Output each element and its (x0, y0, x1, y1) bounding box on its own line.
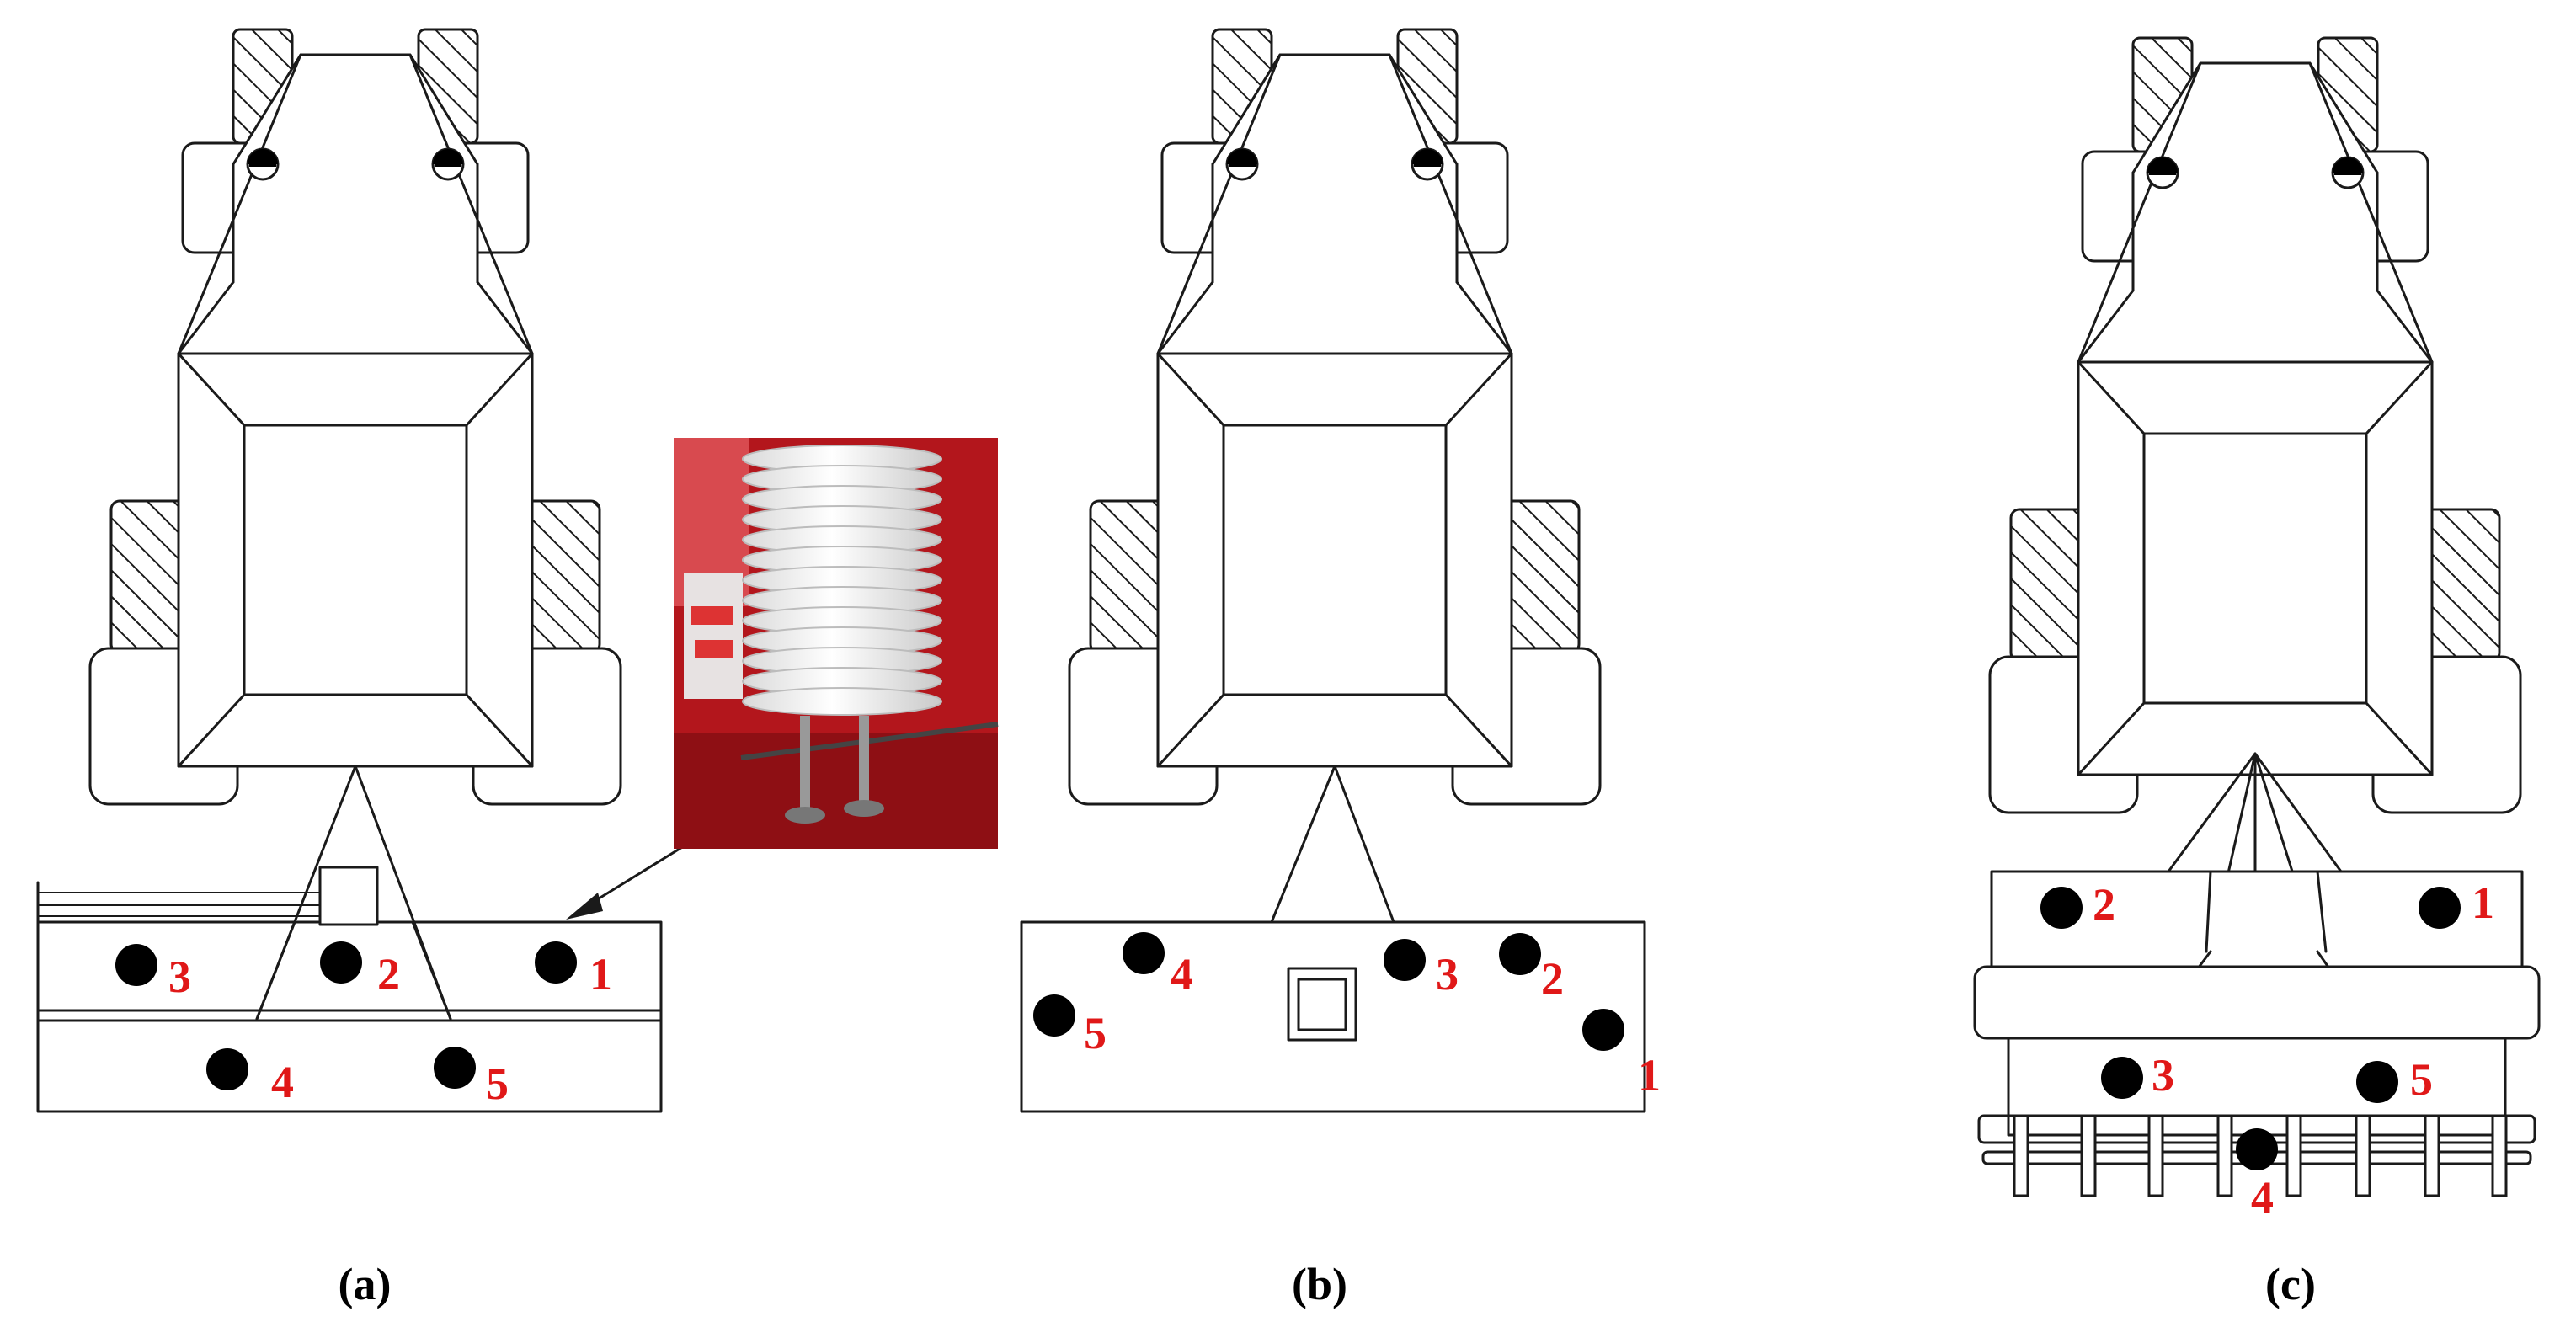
tine (2216, 1114, 2233, 1197)
sensor-label: 3 (2152, 1050, 2174, 1101)
tractor-body (88, 28, 622, 806)
sensor-label: 2 (377, 949, 400, 1000)
sensor-dot-icon (434, 1047, 476, 1089)
sensor-dot-icon (1123, 932, 1165, 974)
tine (2013, 1114, 2029, 1197)
tine (2355, 1114, 2371, 1197)
sensor-label: 1 (589, 949, 612, 1000)
sensor-label: 2 (2093, 879, 2115, 930)
implement-tines (2013, 1114, 2508, 1197)
sensor-dot-icon (1499, 933, 1541, 975)
caption-a: (a) (339, 1259, 392, 1309)
implement-a (36, 866, 663, 1113)
hitch (1270, 765, 1395, 924)
sensor-dot-icon (1582, 1009, 1624, 1051)
panel-b (1020, 28, 1646, 1113)
tine (2285, 1114, 2302, 1197)
sensor-label: 1 (1638, 1050, 1661, 1101)
implement-b (1020, 920, 1646, 1113)
sensor-label: 3 (168, 952, 191, 1002)
sensor-label: 1 (2472, 877, 2494, 928)
sensor-dot-icon (535, 941, 577, 984)
sensor-label: 4 (1171, 949, 1193, 1000)
sensor-box (318, 866, 379, 926)
tractor-body (1988, 36, 2522, 814)
pointer-arrow (566, 840, 692, 920)
radiation-shield-photo (674, 438, 999, 849)
sensor-dot-icon (206, 1048, 248, 1090)
tine (2147, 1114, 2164, 1197)
sensor-label: 4 (2251, 1172, 2274, 1223)
sensor-dot-icon (1033, 994, 1075, 1037)
sensor-markers: 1 2 3 4 5 1 2 3 4 5 1 2 3 4 5 (115, 877, 2494, 1223)
sensor-dot-icon (2419, 887, 2461, 929)
caption-c: (c) (2265, 1259, 2316, 1309)
sensor-label: 5 (2410, 1054, 2433, 1105)
sensor-label: 5 (486, 1058, 509, 1109)
tine (2080, 1114, 2097, 1197)
sensor-dot-icon (2236, 1128, 2278, 1170)
caption-b: (b) (1292, 1259, 1347, 1309)
sensor-box (1287, 967, 1357, 1042)
sensor-label: 3 (1436, 949, 1459, 1000)
sensor-dot-icon (2101, 1057, 2143, 1099)
panel-a (36, 28, 999, 1113)
tine (2424, 1114, 2440, 1197)
sensor-dot-icon (2356, 1061, 2398, 1103)
sensor-dot-icon (2040, 887, 2083, 929)
sensor-dot-icon (1384, 939, 1426, 981)
tine (2491, 1114, 2508, 1197)
panel-c (1973, 36, 2541, 1197)
sensor-dot-icon (115, 944, 157, 986)
sensor-label: 5 (1084, 1008, 1107, 1058)
sensor-label: 4 (271, 1057, 294, 1107)
sensor-label: 2 (1541, 953, 1564, 1004)
sensor-dot-icon (320, 941, 362, 984)
tractor-body (1068, 28, 1602, 806)
